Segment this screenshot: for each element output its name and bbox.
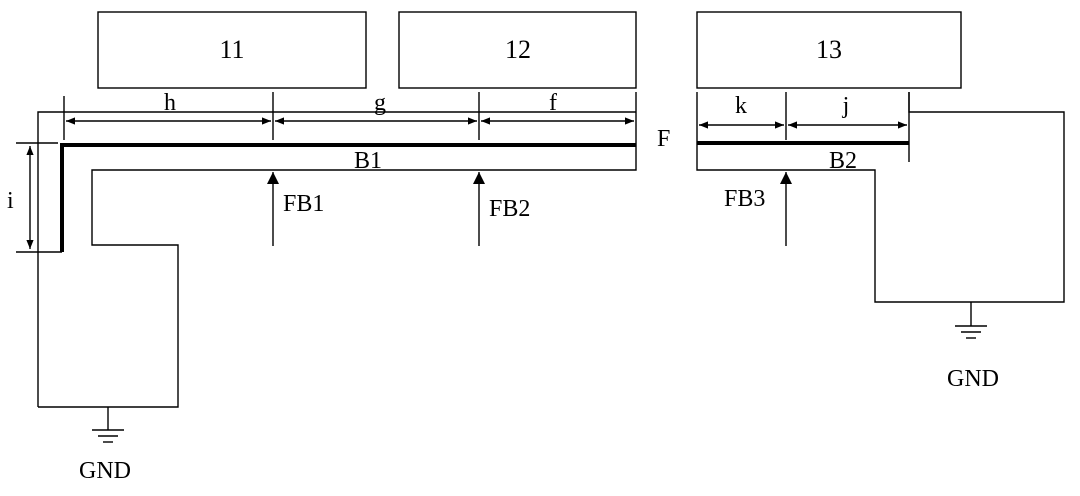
feed-fb3-label: FB3 xyxy=(724,186,765,212)
dimension-g-label: g xyxy=(374,90,386,116)
ground-right-label: GND xyxy=(947,366,999,392)
dimension-j-label: j xyxy=(842,93,850,119)
dimension-f-label: f xyxy=(549,90,557,116)
dimension-h-label: h xyxy=(164,90,176,116)
ground-left-icon xyxy=(92,407,124,443)
dimension-i-label: i xyxy=(7,188,14,214)
radiator-b1 xyxy=(60,143,636,252)
left-structure-outline xyxy=(37,92,637,408)
branch-b1-label: B1 xyxy=(354,148,382,174)
block-12: 12 xyxy=(398,11,637,89)
block-13: 13 xyxy=(696,11,962,89)
feed-fb2-label: FB2 xyxy=(489,196,530,222)
feed-fb1-label: FB1 xyxy=(283,191,324,217)
block-13-label: 13 xyxy=(816,35,842,64)
dimension-k-label: k xyxy=(735,93,747,119)
ground-right-icon xyxy=(955,302,987,339)
feed-point-label: F xyxy=(657,126,670,152)
ground-left-label: GND xyxy=(79,458,131,484)
block-11: 11 xyxy=(97,11,367,89)
block-12-label: 12 xyxy=(505,35,531,64)
branch-b2-label: B2 xyxy=(829,148,857,174)
block-11-label: 11 xyxy=(219,35,244,64)
right-structure-outline xyxy=(696,92,1065,303)
